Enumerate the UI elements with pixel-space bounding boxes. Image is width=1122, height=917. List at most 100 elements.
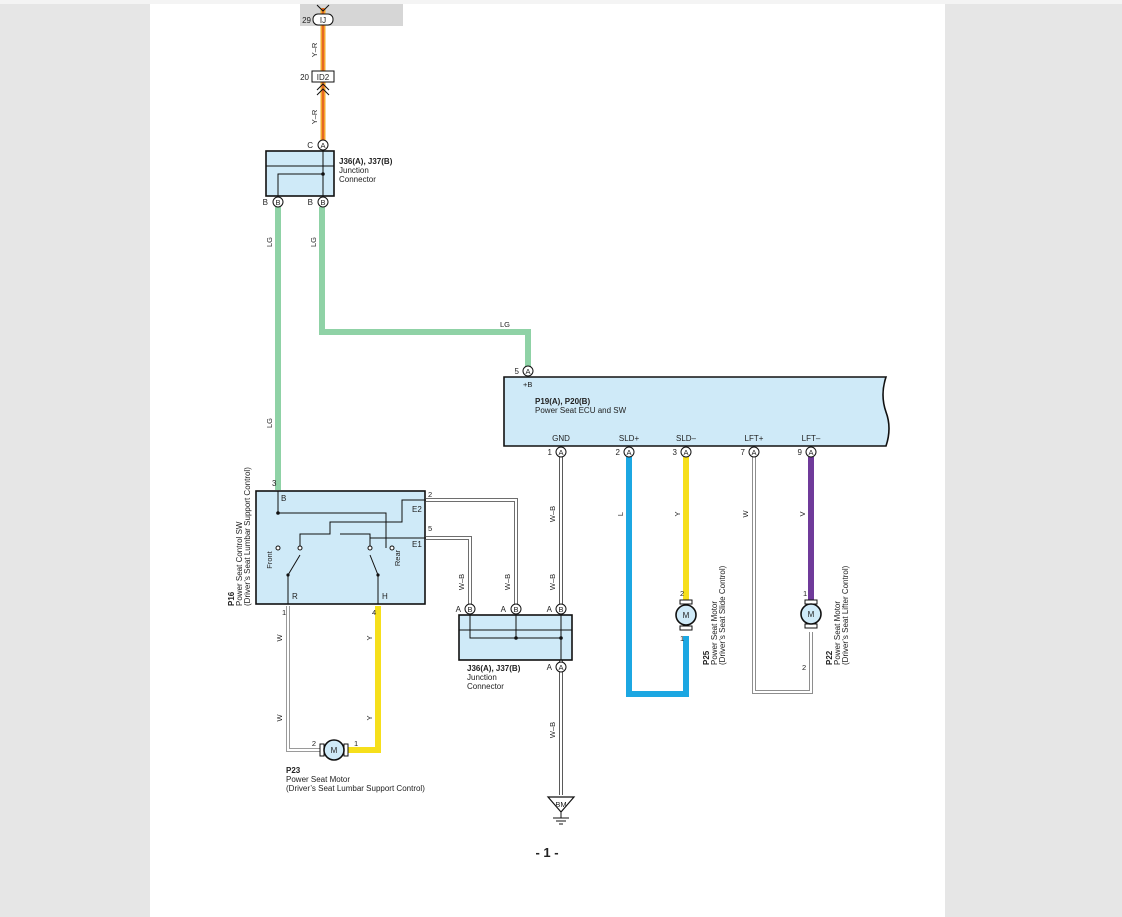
p16-pivot-2 [376,573,380,577]
p16-name-2: (Driver’s Seat Lumbar Support Control) [243,467,252,606]
ground-bm-triangle [546,796,576,813]
p23-id: P23 [286,766,301,775]
jc-bot-pin-b1: B [467,605,472,614]
p16-pin-2: 2 [428,490,432,499]
wire-label-y-1: Y [365,635,374,640]
pin-20-label: 20 [300,73,309,82]
power-seat-control-switch [255,490,426,605]
wire-label-w-b-3: W–B [548,574,557,590]
jc-bot-pin-b2-conn [510,603,522,615]
ecu-term-lft-minus: LFT– [802,434,821,443]
wire-lg-ecu [319,207,531,370]
wire-label-v: V [798,511,807,516]
connector-ij [312,13,334,26]
ecu-pin-2-conn [623,446,635,458]
jc-top-pin-b2: B [308,198,313,207]
p25-name-1: Power Seat Motor [710,601,719,665]
ecu-pin-9-conn [805,446,817,458]
ecu-pin-3-conn [680,446,692,458]
pin-29-label: 29 [302,16,311,25]
jc-bot-pin-b3-conn [555,603,567,615]
ecu-term-sld-plus: SLD+ [619,434,640,443]
ecu-pin-5-conn [522,365,534,377]
ecu-pin-1-conn [555,446,567,458]
wire-label-lg-d: LG [265,418,274,428]
wire-w-lft [752,457,813,694]
jc-top-pin-b2-conn [317,196,329,208]
wire-label-w-1: W [275,634,284,642]
p22-pin-2: 2 [802,663,806,672]
jc-top-pin-b2-conn-label: B [320,198,325,207]
wire-label-l: L [616,512,625,516]
ecu-subtitle: Power Seat ECU and SW [535,406,627,415]
p23-pin-1: 1 [354,739,358,748]
wire-label-w-b-ecu: W–B [548,506,557,522]
jc-bot-pin-a1: A [456,605,462,614]
p16-contact-2 [367,545,373,551]
ecu-pin-3-conn-label: A [683,448,688,457]
p22-name-1: Power Seat Motor [833,601,842,665]
ecu-pin-3: 3 [673,448,678,457]
jc-bot-line2: Connector [467,682,504,691]
p16-term-b: B [281,494,286,503]
p16-front: Front [265,550,274,568]
p16-switch-internals [277,491,426,604]
ground-icon [553,812,569,825]
p16-term-e1: E1 [412,540,422,549]
p16-term-e2: E2 [412,505,422,514]
jc-bot-pin-a4-conn [555,661,567,673]
jc-top-pin-b1-conn-label: B [275,198,280,207]
p16-contact-1 [297,545,303,551]
p16-pin-3: 3 [272,479,277,488]
p16-pivot-1 [286,573,290,577]
jc-bot-title: J36(A), J37(B) [467,664,521,673]
wire-label-w-b-2: W–B [503,574,512,590]
wire-y-p23 [348,606,381,753]
viewer-top-edge [0,0,1122,4]
p16-term-h: H [382,592,388,601]
ground-bm-label: BM [555,800,566,809]
p16-pin-4: 4 [372,608,376,617]
p16-id: P16 [227,591,236,606]
p23-name-2: (Driver’s Seat Lumbar Support Control) [286,784,425,793]
p25-name-2: (Driver’s Seat Slide Control) [718,565,727,665]
ecu-term-lft-plus: LFT+ [745,434,764,443]
ecu-pin-7-conn-label: A [751,448,756,457]
jc-bot-pin-a4-conn-label: A [558,663,563,672]
p16-pin-5: 5 [428,524,432,533]
p16-splice [276,511,280,515]
wire-label-y-r-2: Y–R [310,109,319,124]
p16-pin-1: 1 [282,608,286,617]
wire-label-lg-b: LG [309,237,318,247]
jc-top-pin-b1: B [263,198,268,207]
connector-chevron-icon [316,4,330,12]
p22-motor-m: M [808,610,815,619]
wire-w-b-e2 [426,498,518,605]
jc-bot-splice-1 [514,636,518,640]
p22-name-2: (Driver’s Seat Lifter Control) [841,565,850,665]
wire-label-lg-a: LG [265,237,274,247]
jc-bot-pin-a3: A [547,605,553,614]
jc-top-line1: Junction [339,166,369,175]
p23-motor-icon [323,739,345,761]
ecu-pin-9-conn-label: A [808,448,813,457]
connector-ij-label: IJ [320,16,326,25]
ecu-pin-2: 2 [616,448,621,457]
ecu-title: P19(A), P20(B) [535,397,590,406]
wire-label-y-2: Y [365,715,374,720]
p23-pin-2: 2 [312,739,316,748]
jc-bot-splice-2 [559,636,563,640]
page-number: - 1 - [535,845,558,860]
p25-motor-m: M [683,611,690,620]
inline-connector-icon [316,83,330,96]
p22-pin-1: 1 [803,589,807,598]
ecu-pin-7-conn [748,446,760,458]
connector-id2 [311,70,335,83]
ecu-plus-b: +B [523,380,532,389]
ecu-term-gnd: GND [552,434,570,443]
jc-bot-line1: Junction [467,673,497,682]
p16-rear: Rear [393,549,402,566]
wire-label-w-lft: W [741,510,750,518]
jc-top-internal-lines [277,151,324,196]
ecu-term-sld-minus: SLD– [676,434,697,443]
